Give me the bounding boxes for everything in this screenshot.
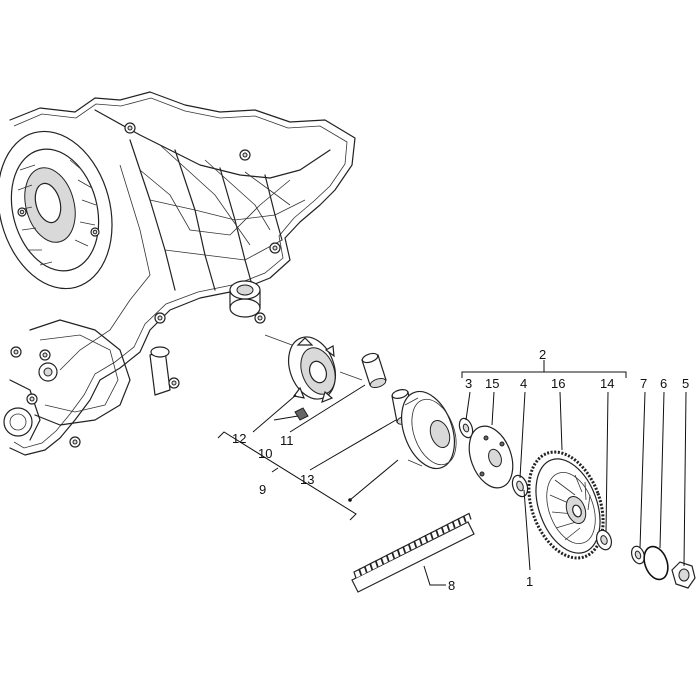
part-12-ramp-plate <box>288 336 336 404</box>
callout-7: 7 <box>640 376 647 391</box>
callout-5: 5 <box>682 376 689 391</box>
belt-tooth <box>463 512 472 523</box>
variator-pulley <box>401 390 457 470</box>
callout-3: 3 <box>465 376 472 391</box>
part-14-spacer <box>595 529 613 551</box>
callout-8: 8 <box>448 578 455 593</box>
part-16-fan-pulley <box>527 450 605 560</box>
callout-4: 4 <box>520 376 527 391</box>
part-5-nut <box>671 561 696 589</box>
callout-15: 15 <box>485 376 499 391</box>
callout-1: 1 <box>526 574 533 589</box>
bolt-holes <box>10 122 281 448</box>
leader-lines <box>217 360 687 586</box>
callout-labels: 1 2 3 4 5 6 7 8 9 10 11 12 13 14 15 16 <box>232 347 689 593</box>
part-15-disc <box>468 425 514 489</box>
callout-11: 11 <box>280 433 294 448</box>
part-11-bushing <box>361 352 387 389</box>
callout-16: 16 <box>551 376 565 391</box>
crankcase-housing <box>0 91 356 456</box>
callout-10: 10 <box>258 446 272 461</box>
callout-2: 2 <box>539 347 546 362</box>
part-6-oring <box>643 545 669 581</box>
callout-9: 9 <box>259 482 266 497</box>
callout-12: 12 <box>232 431 246 446</box>
part-7-washer <box>630 545 646 565</box>
part-10-slider <box>294 407 309 421</box>
part-8-belt <box>351 512 475 593</box>
callout-14: 14 <box>600 376 614 391</box>
callout-13: 13 <box>300 472 314 487</box>
part-3-washer <box>458 417 474 439</box>
callout-6: 6 <box>660 376 667 391</box>
